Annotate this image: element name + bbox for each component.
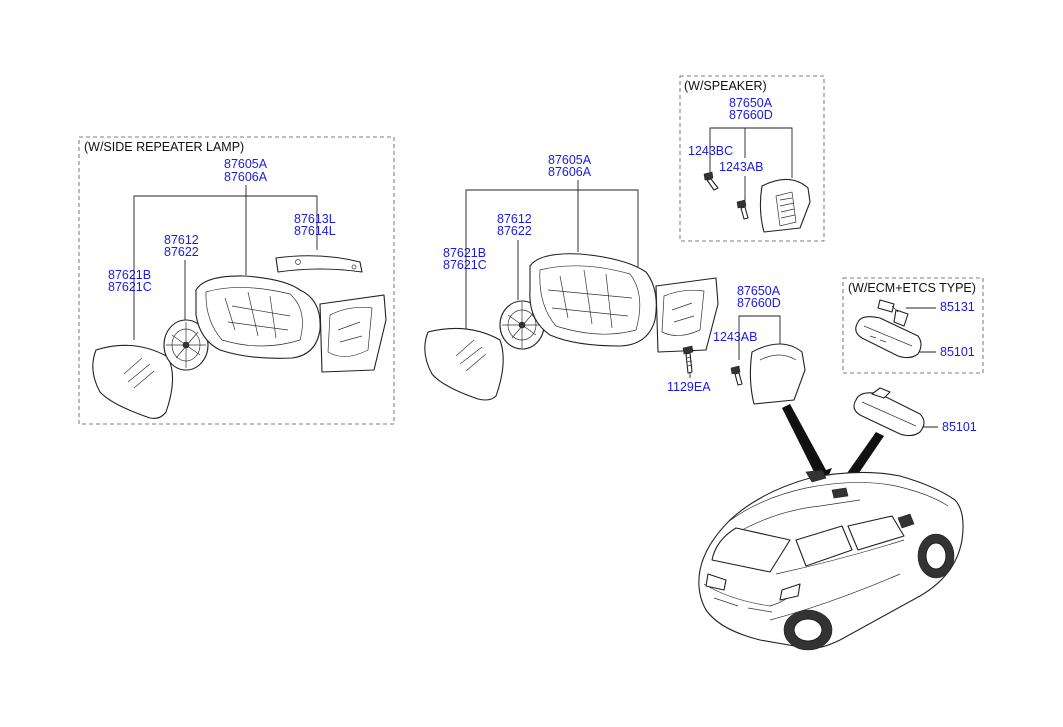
part-label-85101[interactable]: 85101 bbox=[942, 420, 977, 434]
part-label-1129EA[interactable]: 1129EA bbox=[667, 380, 711, 394]
part-label-87614L[interactable]: 87614L bbox=[294, 224, 336, 238]
screw-1243AB-speaker bbox=[736, 199, 749, 220]
part-label-85101-ecm[interactable]: 85101 bbox=[940, 345, 975, 359]
part-label-87660D-cover[interactable]: 87660D bbox=[737, 296, 781, 310]
screw-1243AB-cover bbox=[730, 365, 743, 386]
ecm-etcs-caption: (W/ECM+ETCS TYPE) bbox=[848, 281, 976, 295]
leader-lines-ecm bbox=[906, 307, 936, 353]
side-repeater-lamp-part bbox=[275, 255, 363, 273]
mirror-housing-lamp bbox=[195, 275, 321, 359]
part-label-87622-lamp[interactable]: 87622 bbox=[164, 245, 199, 259]
part-label-87660D-speaker[interactable]: 87660D bbox=[729, 108, 773, 122]
part-label-1243AB-cover[interactable]: 1243AB bbox=[713, 330, 757, 344]
speaker-box bbox=[679, 75, 825, 242]
mirror-housing-middle bbox=[529, 253, 657, 347]
part-label-87605A[interactable]: 87605A bbox=[548, 153, 592, 167]
part-label-85131[interactable]: 85131 bbox=[940, 300, 975, 314]
mirror-base-lamp bbox=[319, 294, 387, 373]
ecm-inside-mirror-85101 bbox=[855, 316, 922, 359]
part-label-87650A-speaker[interactable]: 87650A bbox=[729, 96, 773, 110]
side-repeater-lamp-box bbox=[78, 136, 395, 425]
part-label-87606A[interactable]: 87606A bbox=[548, 165, 592, 179]
part-label-87650A-cover[interactable]: 87650A bbox=[737, 284, 781, 298]
part-label-87605A-lamp[interactable]: 87605A bbox=[224, 157, 268, 171]
ecm-sensor-85131 bbox=[877, 299, 909, 327]
part-label-87621B[interactable]: 87621B bbox=[443, 246, 486, 260]
part-label-1243AB-speaker[interactable]: 1243AB bbox=[719, 160, 763, 174]
side-repeater-lamp-caption: (W/SIDE REPEATER LAMP) bbox=[84, 140, 244, 154]
mirror-glass-middle bbox=[424, 327, 504, 401]
part-label-87606A-lamp[interactable]: 87606A bbox=[224, 170, 268, 184]
speaker-caption: (W/SPEAKER) bbox=[684, 79, 767, 93]
car-illustration bbox=[698, 469, 964, 651]
part-label-87612-lamp[interactable]: 87612 bbox=[164, 233, 199, 247]
part-label-87622[interactable]: 87622 bbox=[497, 224, 532, 238]
mirror-glass-lamp bbox=[92, 344, 174, 419]
leader-lines-lamp bbox=[133, 185, 318, 340]
ecm-etcs-box bbox=[842, 277, 984, 374]
leader-lines-speaker bbox=[709, 127, 793, 200]
leader-lines-cover bbox=[738, 315, 781, 360]
actuator-lamp bbox=[163, 319, 209, 371]
part-label-87621B-lamp[interactable]: 87621B bbox=[108, 268, 151, 282]
screw-1129EA bbox=[682, 345, 694, 374]
inside-rear-view-mirror-85101 bbox=[853, 387, 925, 437]
mirror-base-middle bbox=[655, 277, 719, 353]
part-label-87613L[interactable]: 87613L bbox=[294, 212, 336, 226]
part-label-87621C[interactable]: 87621C bbox=[443, 258, 487, 272]
mirror-cover-part bbox=[749, 343, 806, 405]
part-label-87621C-lamp[interactable]: 87621C bbox=[108, 280, 152, 294]
screw-1243BC bbox=[703, 171, 719, 191]
speaker-cover bbox=[759, 178, 811, 233]
part-label-87612[interactable]: 87612 bbox=[497, 212, 532, 226]
part-label-1243BC[interactable]: 1243BC bbox=[688, 144, 733, 158]
